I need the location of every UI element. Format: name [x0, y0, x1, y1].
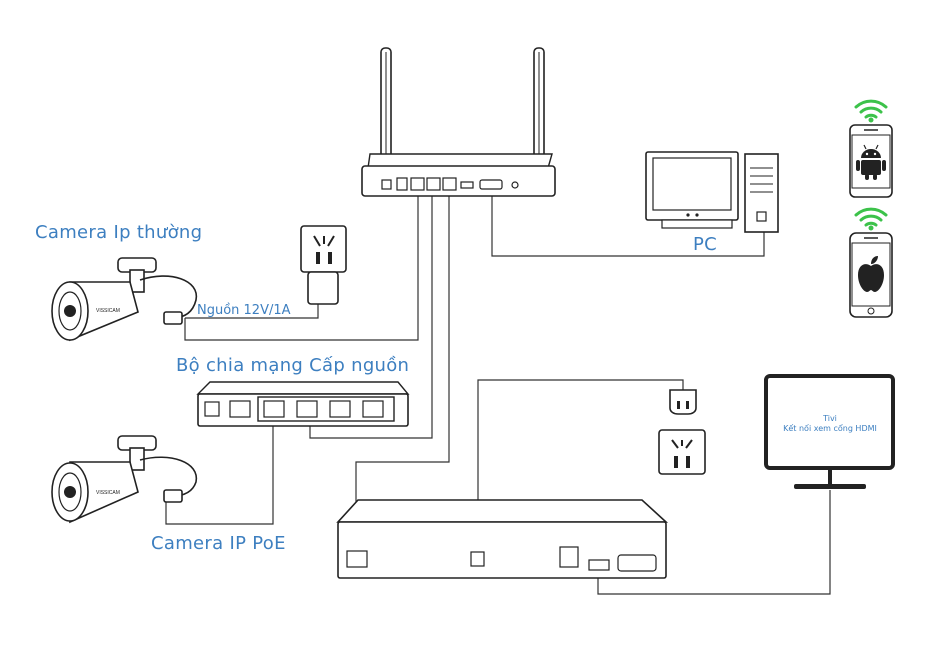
camera-ip: VISSICAM	[51, 257, 198, 342]
tv-subtitle: Kết nối xem cổng HDMI	[783, 424, 877, 433]
svg-text:VISSICAM: VISSICAM	[96, 308, 120, 314]
android-icon	[856, 144, 886, 180]
wifi-icon	[854, 99, 888, 119]
camera-poe-label: Camera IP PoE	[151, 533, 286, 554]
tv-title: Tivi	[823, 414, 837, 423]
camera-poe: VISSICAM	[51, 435, 198, 524]
nvr-recorder	[336, 499, 669, 579]
power-adapter	[300, 225, 347, 305]
poe-switch	[196, 381, 410, 427]
poe-switch-label: Bộ chia mạng Cấp nguồn	[176, 355, 410, 376]
wifi-icon	[854, 207, 888, 227]
wall-plug	[669, 389, 697, 415]
android-phone	[849, 99, 893, 198]
apple-icon	[858, 256, 884, 292]
camera-ip-label: Camera Ip thường	[35, 222, 203, 243]
pc	[645, 151, 779, 233]
power-adapter-label: Nguồn 12V/1A	[197, 303, 291, 318]
pc-label: PC	[693, 234, 718, 255]
connection-lines	[165, 190, 831, 595]
wall-socket	[658, 429, 706, 475]
svg-text:VISSICAM: VISSICAM	[96, 490, 120, 496]
wifi-nvr-router	[361, 47, 556, 197]
tv	[764, 374, 895, 489]
iphone	[849, 207, 893, 318]
